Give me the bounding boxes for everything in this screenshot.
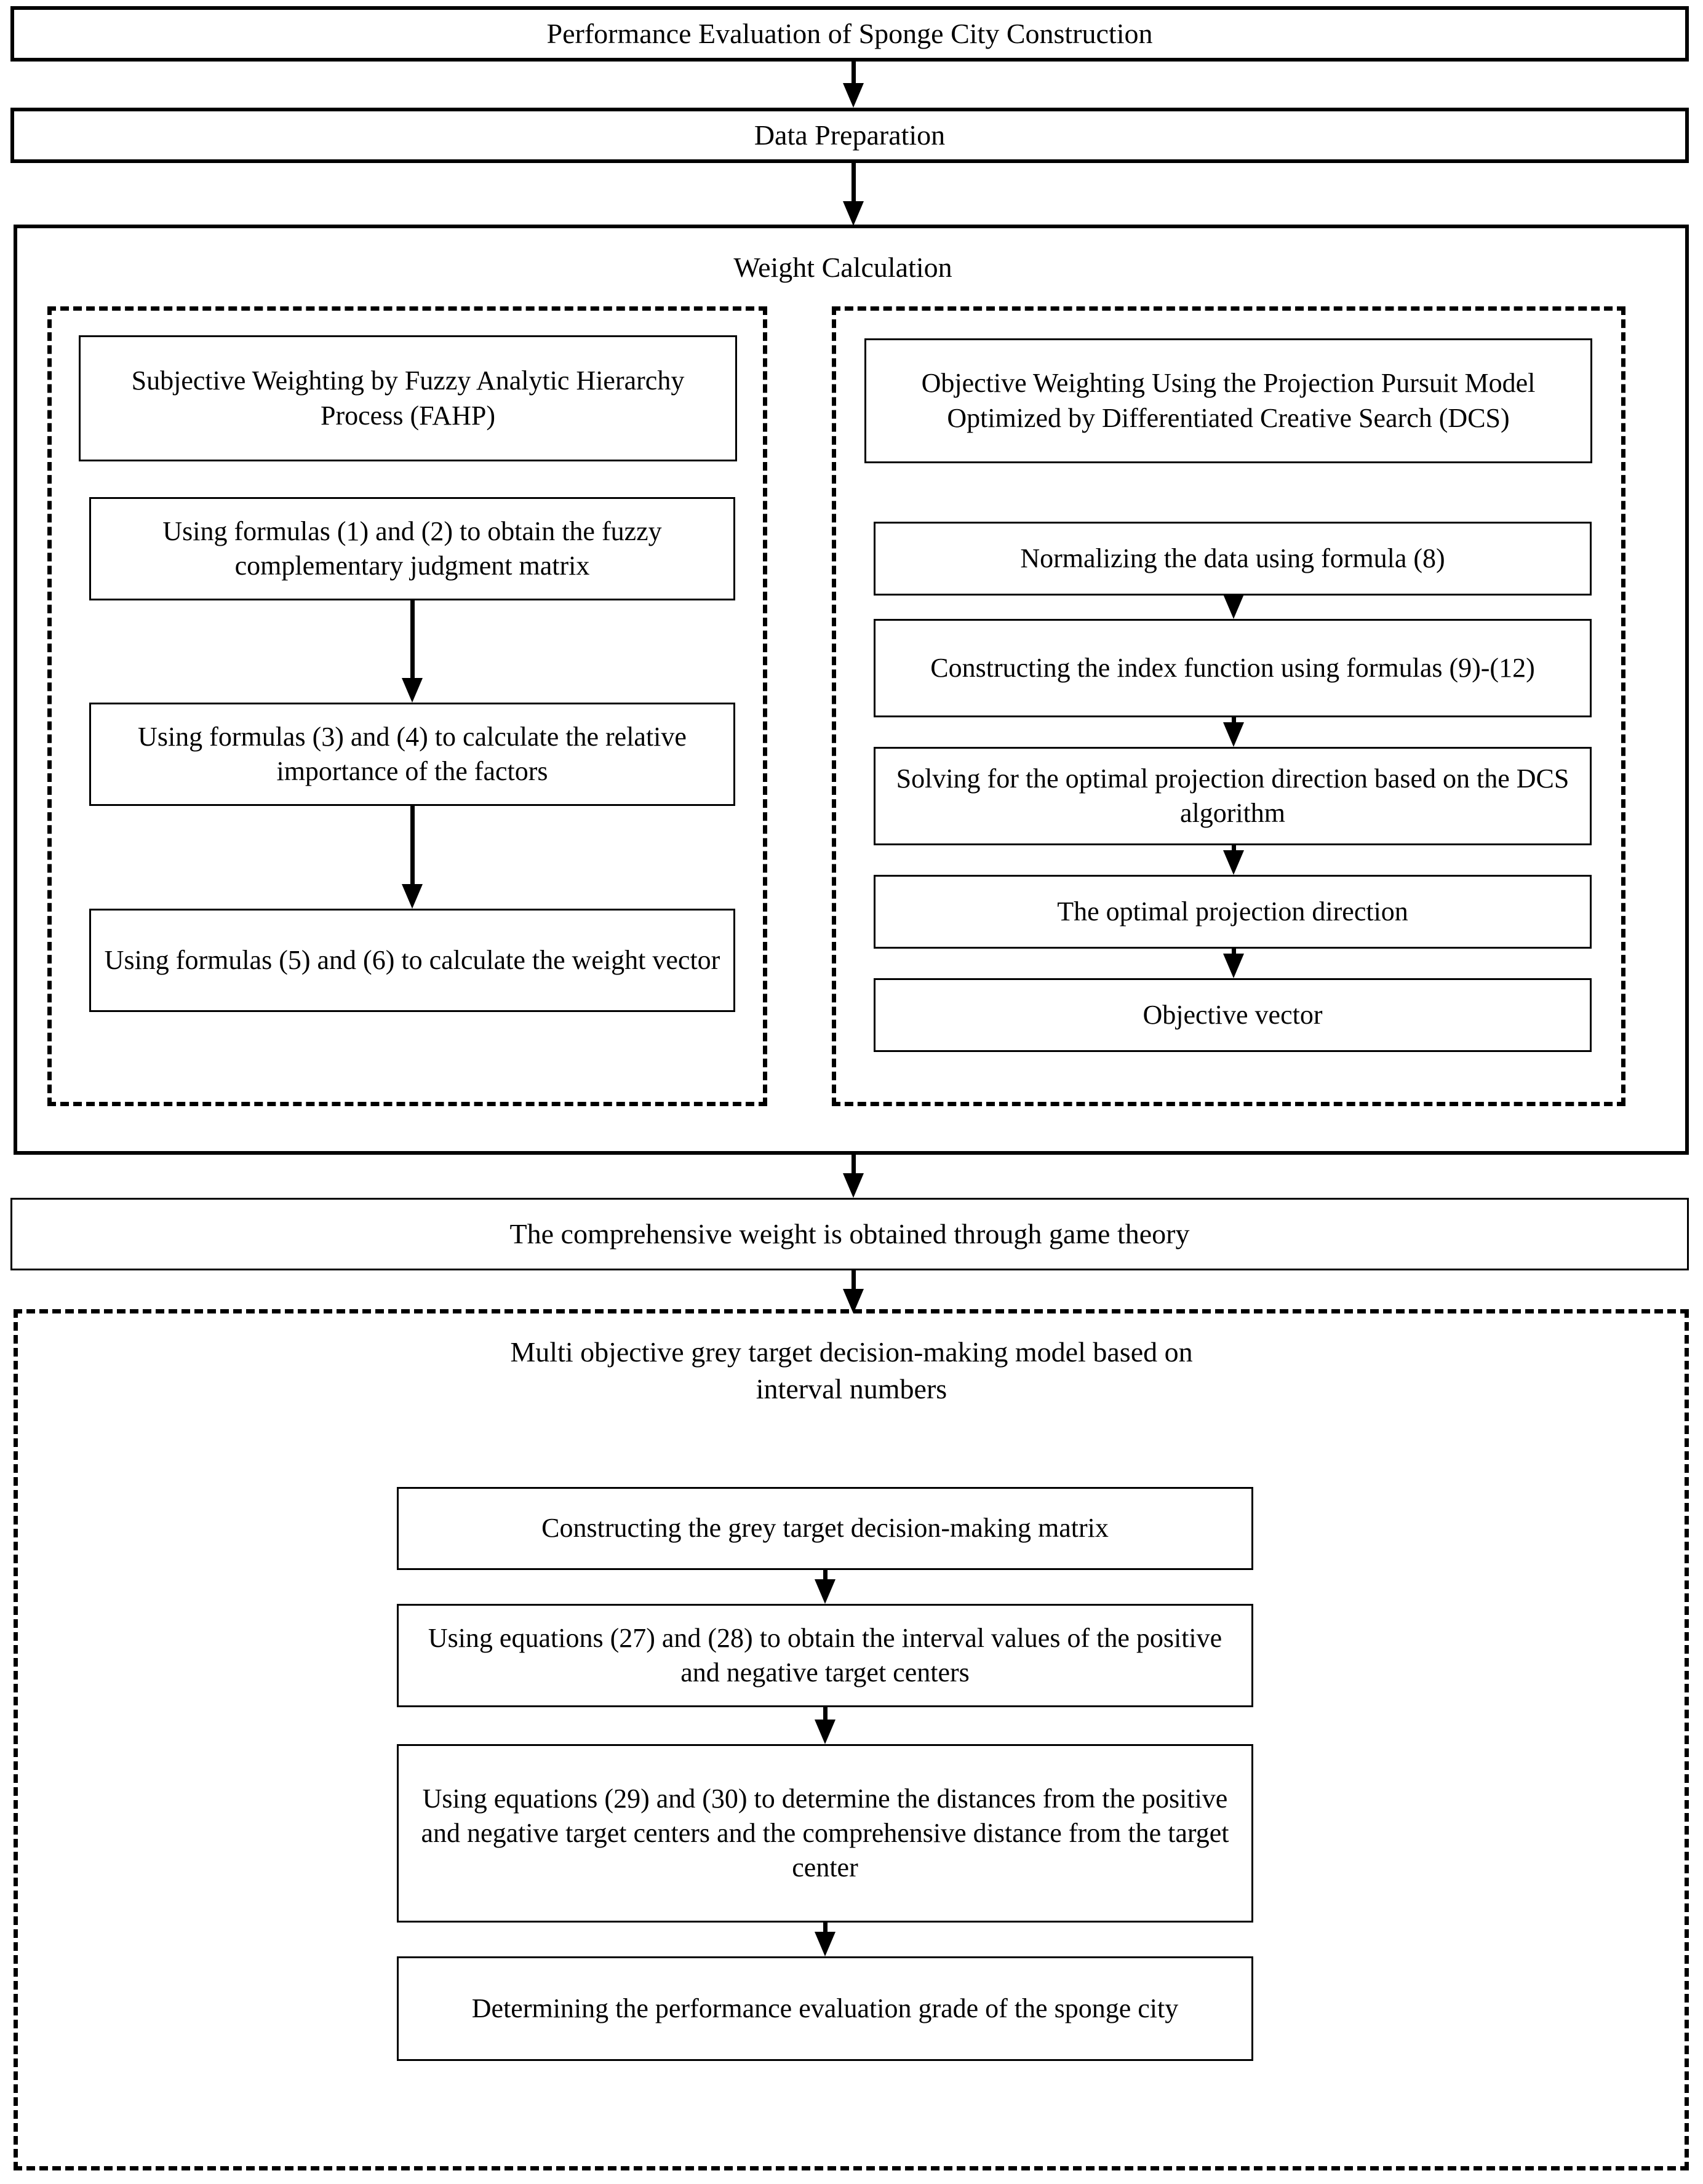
node-subjective-step-3: Using formulas (5) and (6) to calculate …: [89, 909, 735, 1012]
node-grey-target-step-3: Using equations (29) and (30) to determi…: [397, 1744, 1253, 1923]
node-objective-step-4-label: The optimal projection direction: [1057, 896, 1408, 927]
node-data-preparation: Data Preparation: [10, 108, 1689, 163]
node-subjective-step-3-label: Using formulas (5) and (6) to calculate …: [104, 944, 720, 975]
node-grey-target-step-2-label: Using equations (27) and (28) to obtain …: [428, 1622, 1222, 1688]
node-subjective-step-2-label: Using formulas (3) and (4) to calculate …: [138, 721, 687, 786]
node-objective-weighting-header-label: Objective Weighting Using the Projection…: [921, 368, 1536, 433]
arrow-grey-step3-to-step4: [813, 1923, 837, 1956]
node-grey-target-step-4: Determining the performance evaluation g…: [397, 1956, 1253, 2061]
node-subjective-step-1: Using formulas (1) and (2) to obtain the…: [89, 497, 735, 600]
section-weight-calculation: [14, 225, 1689, 1155]
arrow-objective-step4-to-step5: [1221, 949, 1246, 978]
section-grey-target-title: Multi objective grey target decision-mak…: [510, 1336, 1193, 1405]
node-objective-step-5-label: Objective vector: [1143, 999, 1323, 1030]
node-grey-target-step-1-label: Constructing the grey target decision-ma…: [541, 1513, 1109, 1544]
node-objective-weighting-header: Objective Weighting Using the Projection…: [864, 338, 1592, 463]
node-subjective-step-2: Using formulas (3) and (4) to calculate …: [89, 703, 735, 806]
arrow-subjective-step1-to-step2: [400, 600, 425, 703]
node-objective-step-5: Objective vector: [874, 978, 1592, 1052]
arrow-objective-step2-to-step3: [1221, 717, 1246, 747]
node-objective-step-3: Solving for the optimal projection direc…: [874, 747, 1592, 845]
arrow-grey-step1-to-step2: [813, 1570, 837, 1604]
node-grey-target-step-2: Using equations (27) and (28) to obtain …: [397, 1604, 1253, 1707]
node-grey-target-step-4-label: Determining the performance evaluation g…: [471, 1993, 1179, 2023]
node-objective-step-4: The optimal projection direction: [874, 875, 1592, 949]
node-grey-target-step-1: Constructing the grey target decision-ma…: [397, 1487, 1253, 1570]
node-performance-evaluation-title-label: Performance Evaluation of Sponge City Co…: [546, 17, 1153, 49]
node-subjective-weighting-header: Subjective Weighting by Fuzzy Analytic H…: [79, 335, 737, 461]
arrow-comprehensive-weight-to-grey-target: [841, 1270, 866, 1313]
node-comprehensive-weight: The comprehensive weight is obtained thr…: [10, 1198, 1689, 1270]
arrow-objective-step3-to-step4: [1221, 845, 1246, 875]
node-objective-step-1: Normalizing the data using formula (8): [874, 522, 1592, 596]
arrow-subjective-step2-to-step3: [400, 806, 425, 909]
node-comprehensive-weight-label: The comprehensive weight is obtained thr…: [509, 1218, 1190, 1249]
arrow-objective-step1-to-step2: [1221, 594, 1246, 619]
node-grey-target-step-3-label: Using equations (29) and (30) to determi…: [421, 1783, 1229, 1883]
arrow-grey-step2-to-step3: [813, 1707, 837, 1744]
node-subjective-weighting-header-label: Subjective Weighting by Fuzzy Analytic H…: [131, 365, 685, 431]
node-objective-step-3-label: Solving for the optimal projection direc…: [896, 763, 1569, 828]
arrow-data-preparation-to-weight-calculation: [841, 163, 866, 226]
section-weight-calculation-title: Weight Calculation: [733, 252, 952, 283]
node-data-preparation-label: Data Preparation: [754, 119, 946, 151]
arrow-weight-calculation-to-comprehensive-weight: [841, 1155, 866, 1198]
node-objective-step-1-label: Normalizing the data using formula (8): [1020, 543, 1445, 573]
node-performance-evaluation-title: Performance Evaluation of Sponge City Co…: [10, 6, 1689, 62]
subsection-subjective-weighting: [47, 306, 767, 1106]
node-objective-step-2-label: Constructing the index function using fo…: [930, 652, 1535, 683]
section-grey-target-decision-making: [14, 1309, 1689, 2170]
node-subjective-step-1-label: Using formulas (1) and (2) to obtain the…: [162, 516, 662, 581]
arrow-title-to-data-preparation: [841, 62, 866, 108]
subsection-objective-weighting: [832, 306, 1625, 1106]
node-objective-step-2: Constructing the index function using fo…: [874, 619, 1592, 717]
